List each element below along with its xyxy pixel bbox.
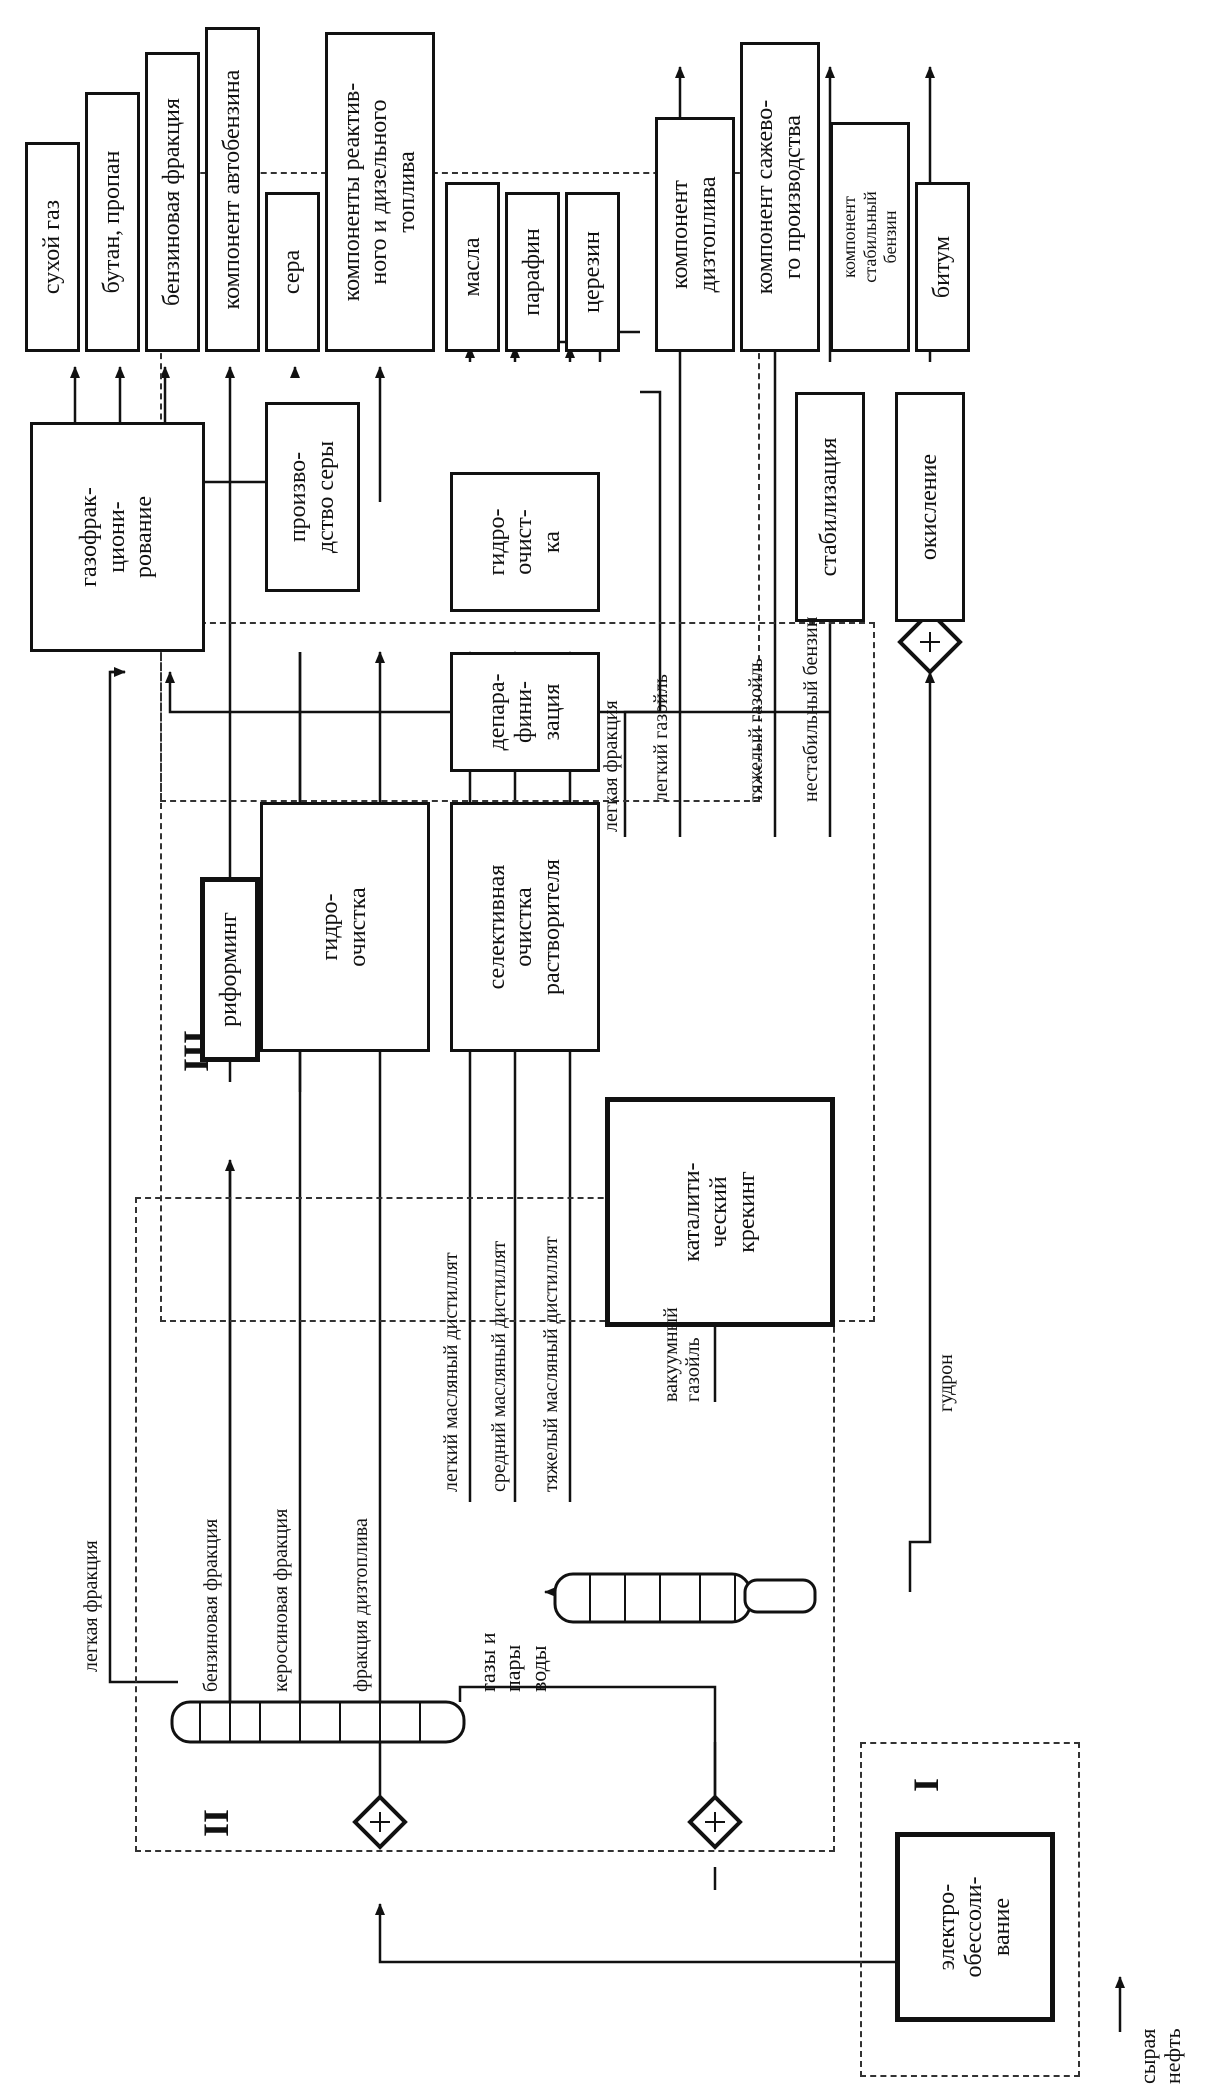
gas-fractionation-unit: газофрак- циони- рование	[30, 422, 205, 652]
product-butane-propane: бутан, пропан	[85, 92, 140, 352]
product-gasoline-fraction: бензиновая фракция	[145, 52, 200, 352]
electrodesalting-unit: электро- обессоли- вание	[895, 1832, 1055, 2022]
label-vacuum-gasoil: вакуумный газойль	[660, 1307, 704, 1402]
reforming-unit: риформинг	[200, 877, 260, 1062]
label-gasoline-fraction: бензиновая фракция	[200, 1518, 222, 1692]
product-dry-gas: сухой газ	[25, 142, 80, 352]
dewaxing-unit: депара- фини- зация	[450, 652, 600, 772]
product-paraffin: парафин	[505, 192, 560, 352]
label-crude-oil: сырая нефть	[1135, 2028, 1186, 2084]
label-gases-water: газы и пары воды	[475, 1632, 551, 1692]
section-label-II: II	[196, 1808, 236, 1837]
product-jet-diesel: компоненты реактив- ного и дизельного то…	[325, 32, 435, 352]
hydrotreating-unit-2: гидро- очист- ка	[450, 472, 600, 612]
label-medium-oil-distillate: средний масляный дистиллят	[488, 1240, 510, 1492]
oxidation-unit: окисление	[895, 392, 965, 622]
label-tar: гудрон	[935, 1354, 957, 1412]
product-autogasoline: компонент автобензина	[205, 27, 260, 352]
product-oils: масла	[445, 182, 500, 352]
product-bitumen: битум	[915, 182, 970, 352]
label-light-fraction-top: легкая фракция	[80, 1540, 102, 1672]
label-light-oil-distillate: легкий масляный дистиллят	[440, 1252, 462, 1492]
label-light-gasoil: легкий газойль	[650, 674, 672, 802]
label-unstable-gasoline: нестабильный бензин	[800, 616, 822, 802]
label-heavy-gasoil: тяжелый газойль	[745, 658, 767, 802]
product-stable-gasoline: компонент стабильный бензин	[830, 122, 910, 352]
product-sulfur: сера	[265, 192, 320, 352]
label-light-fraction-cc: легкая фракция	[600, 700, 622, 832]
section-label-I: I	[906, 1777, 946, 1792]
product-diesel-component: компонент дизтоплива	[655, 117, 735, 352]
hydrotreating-unit-1: гидро- очистка	[260, 802, 430, 1052]
stabilization-unit: стабилизация	[795, 392, 865, 622]
label-heavy-oil-distillate: тяжелый масляный дистиллят	[540, 1236, 562, 1492]
product-soot-component: компонент сажево- го производства	[740, 42, 820, 352]
product-ceresin: церезин	[565, 192, 620, 352]
label-diesel-fraction: фракция дизтоплива	[350, 1518, 372, 1692]
catalytic-cracking-unit: каталити- ческий крекинг	[605, 1097, 835, 1327]
sulfur-production-unit: произво- дство серы	[265, 402, 360, 592]
selective-treatment-unit: селективная очистка растворителя	[450, 802, 600, 1052]
label-kerosene-fraction: керосиновая фракция	[270, 1508, 292, 1692]
